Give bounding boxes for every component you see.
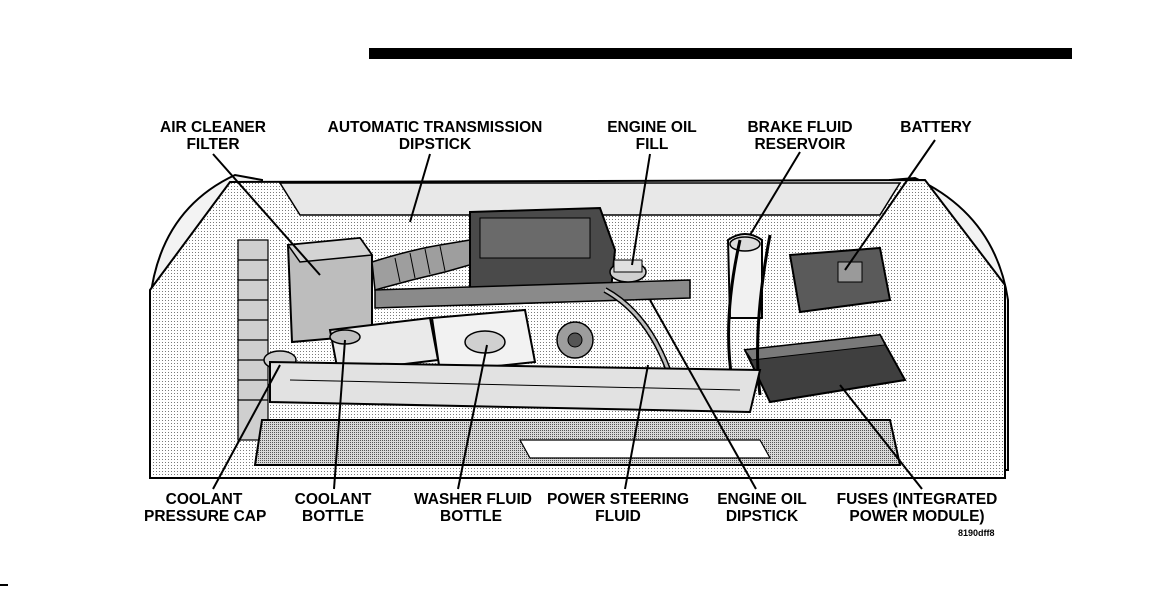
label-automatic-transmission-dipstick: AUTOMATIC TRANSMISSION DIPSTICK bbox=[312, 119, 558, 153]
label-line: ENGINE OIL bbox=[598, 119, 706, 136]
label-line: POWER STEERING bbox=[536, 491, 700, 508]
label-line: BATTERY bbox=[892, 119, 980, 136]
label-line: PRESSURE CAP bbox=[144, 508, 264, 525]
label-line: FILL bbox=[598, 136, 706, 153]
label-line: RESERVOIR bbox=[738, 136, 862, 153]
label-washer-fluid-bottle: WASHER FLUID BOTTLE bbox=[414, 491, 528, 525]
label-line: DIPSTICK bbox=[312, 136, 558, 153]
figure-code: 8190dff8 bbox=[958, 528, 995, 538]
label-line: POWER MODULE) bbox=[826, 508, 1008, 525]
label-power-steering-fluid: POWER STEERING FLUID bbox=[536, 491, 700, 525]
label-coolant-pressure-cap: COOLANT PRESSURE CAP bbox=[144, 491, 264, 525]
label-line: BRAKE FLUID bbox=[738, 119, 862, 136]
left-grille bbox=[238, 240, 268, 440]
label-line: BOTTLE bbox=[414, 508, 528, 525]
label-line: BOTTLE bbox=[286, 508, 380, 525]
label-line: FILTER bbox=[152, 136, 274, 153]
label-fuses-integrated-power-module: FUSES (INTEGRATED POWER MODULE) bbox=[826, 491, 1008, 525]
label-line: AUTOMATIC TRANSMISSION bbox=[312, 119, 558, 136]
label-coolant-bottle: COOLANT BOTTLE bbox=[286, 491, 380, 525]
label-line: WASHER FLUID bbox=[414, 491, 528, 508]
label-line: AIR CLEANER bbox=[152, 119, 274, 136]
label-line: FLUID bbox=[536, 508, 700, 525]
label-line: DIPSTICK bbox=[708, 508, 816, 525]
label-engine-oil-fill: ENGINE OIL FILL bbox=[598, 119, 706, 153]
label-air-cleaner-filter: AIR CLEANER FILTER bbox=[152, 119, 274, 153]
label-line: COOLANT bbox=[286, 491, 380, 508]
corner-mark bbox=[0, 584, 8, 586]
label-battery: BATTERY bbox=[892, 119, 980, 136]
label-brake-fluid-reservoir: BRAKE FLUID RESERVOIR bbox=[738, 119, 862, 153]
label-engine-oil-dipstick: ENGINE OIL DIPSTICK bbox=[708, 491, 816, 525]
label-line: ENGINE OIL bbox=[708, 491, 816, 508]
label-line: FUSES (INTEGRATED bbox=[826, 491, 1008, 508]
label-line: COOLANT bbox=[144, 491, 264, 508]
